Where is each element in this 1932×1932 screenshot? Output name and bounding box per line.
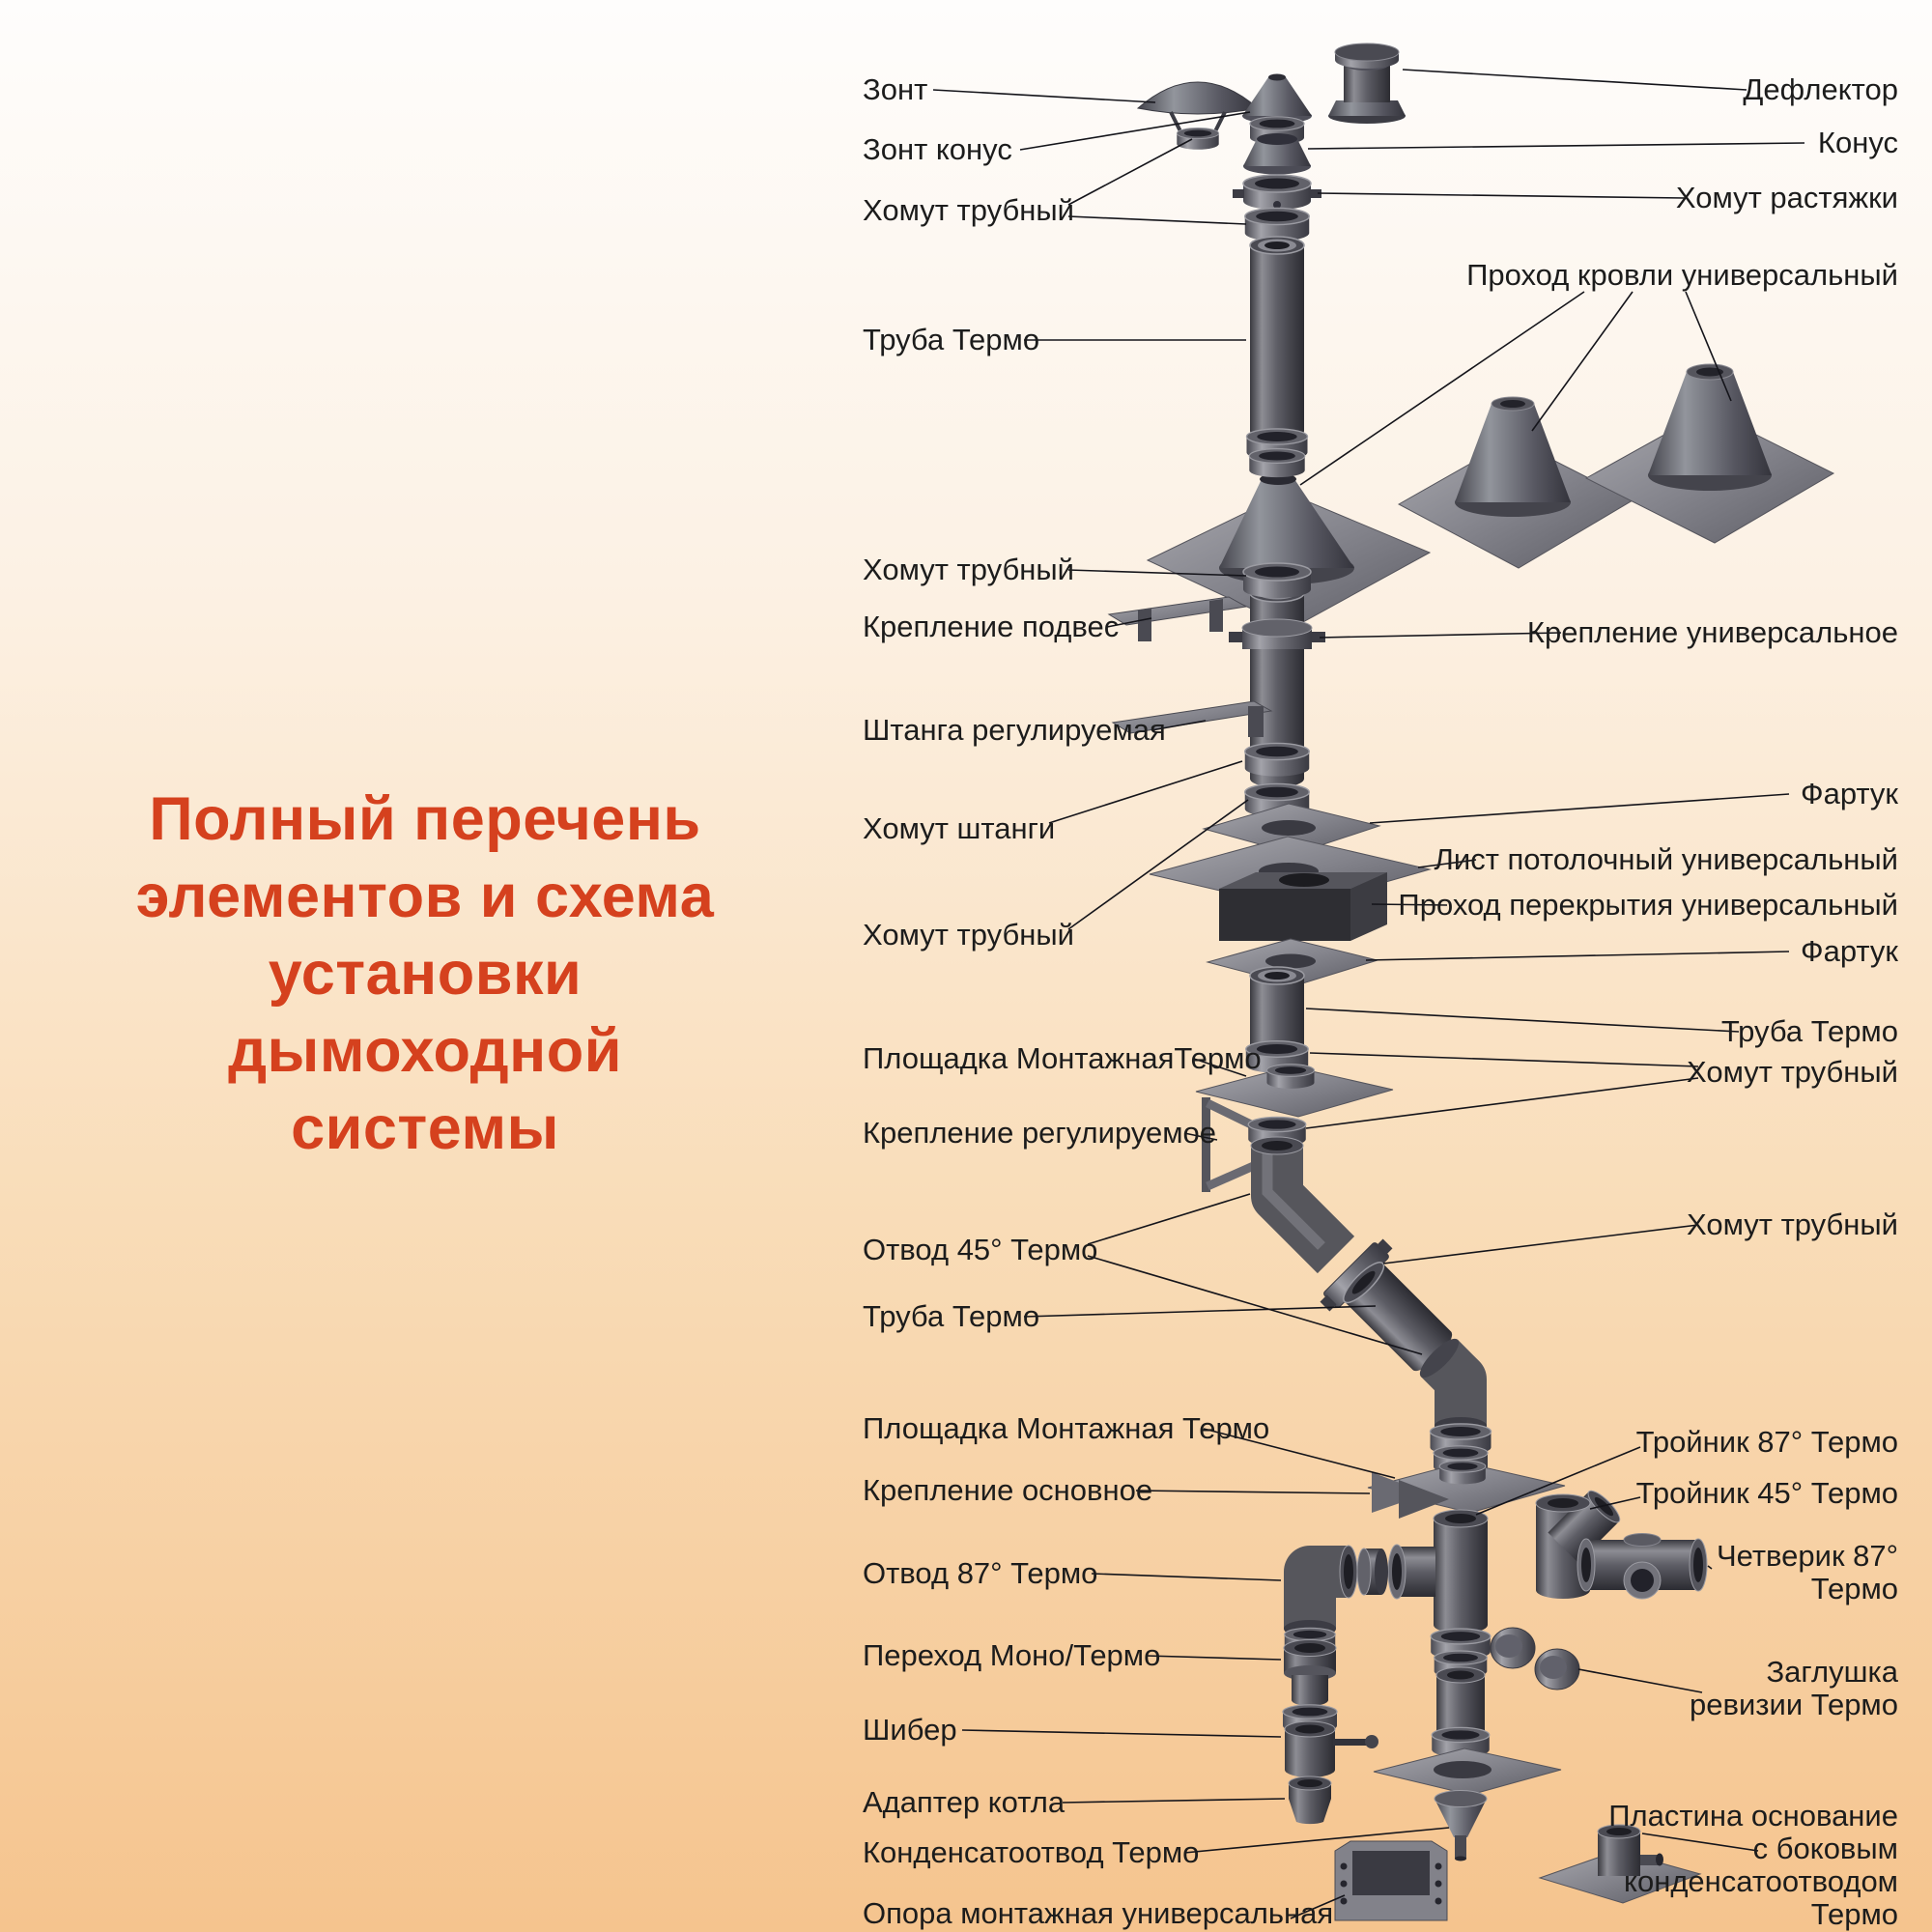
label-khomut-trubny-5: Хомут трубный xyxy=(1687,1208,1898,1241)
label-fartuk-1: Фартук xyxy=(1801,777,1898,810)
label-khomut-trubny-3: Хомут трубный xyxy=(863,918,1074,952)
part-floor-passage-box xyxy=(1219,872,1387,941)
part-joint-ring-horizontal xyxy=(1356,1548,1388,1596)
label-khomut-trubny-2: Хомут трубный xyxy=(863,553,1074,586)
part-hanger-bracket xyxy=(1107,596,1248,641)
label-ploshchadka-montazhnaya-2: Площадка Монтажная Термо xyxy=(863,1411,1270,1445)
label-troynik-45: Тройник 45° Термо xyxy=(1635,1476,1898,1510)
part-umbrella-cone xyxy=(1242,73,1312,146)
part-main-bracket xyxy=(1372,1472,1449,1519)
part-adjustable-rod xyxy=(1111,700,1273,737)
title-line: дымоходной xyxy=(228,1017,622,1085)
label-perekhod-mono-termo: Переход Моно/Термо xyxy=(863,1638,1161,1672)
label-truba-termo-1: Труба Термо xyxy=(863,323,1040,356)
part-revision-caps xyxy=(1490,1627,1580,1690)
part-damper xyxy=(1282,1704,1378,1777)
part-deflector xyxy=(1328,43,1406,124)
title-line: Полный перечень xyxy=(149,785,701,853)
part-mount-platform-1 xyxy=(1195,1064,1394,1118)
part-pipe-stub xyxy=(1435,1666,1486,1739)
leader-lines xyxy=(932,69,1805,1919)
part-transition-mono-termo xyxy=(1283,1639,1337,1706)
label-opora-montazhnaya: Опора монтажная универсальная xyxy=(863,1896,1334,1930)
part-roof-passage-2 xyxy=(1397,396,1634,569)
part-boiler-adapter xyxy=(1288,1776,1332,1825)
label-shiber: Шибер xyxy=(863,1713,957,1747)
part-pipe-thermo-1 xyxy=(1249,236,1305,440)
label-ploshchadka-montazhnaya-1: Площадка МонтажнаяТермо xyxy=(863,1041,1262,1075)
label-kreplenie-osnovnoe: Крепление основное xyxy=(863,1473,1153,1507)
title-line: элементов и схема xyxy=(135,863,715,930)
part-pipe-thermo-diag xyxy=(1343,1262,1453,1372)
part-elbow-87 xyxy=(1284,1545,1358,1637)
part-pipe-thermo-3 xyxy=(1249,966,1305,1060)
label-fartuk-2: Фартук xyxy=(1801,934,1898,968)
label-adapter-kotla: Адаптер котла xyxy=(863,1785,1065,1819)
part-tee-87 xyxy=(1387,1509,1489,1634)
part-pipe-clamp-2 xyxy=(1242,562,1312,599)
part-umbrella xyxy=(1136,81,1260,151)
label-kreplenie-podves: Крепление подвес xyxy=(863,610,1120,643)
label-zaglushka-revizii: Заглушка ревизии Термо xyxy=(1690,1655,1898,1721)
label-khomut-rastyazhki: Хомут растяжки xyxy=(1675,181,1898,214)
label-zont: Зонт xyxy=(863,72,928,106)
part-cross-87 xyxy=(1577,1533,1708,1600)
part-mount-support xyxy=(1334,1840,1448,1921)
label-khomut-trubny-4: Хомут трубный xyxy=(1687,1055,1898,1089)
label-konus: Конус xyxy=(1817,126,1898,159)
label-zont-konus: Зонт конус xyxy=(863,132,1012,166)
part-cone xyxy=(1243,133,1311,175)
label-prokhod-krovli: Проход кровли универсальный xyxy=(1466,258,1898,292)
part-rod-clamp xyxy=(1244,742,1310,778)
part-mount-platform-2 xyxy=(1367,1460,1566,1514)
label-kreplenie-universalnoe: Крепление универсальное xyxy=(1526,615,1898,649)
page-title: Полный перечень элементов и схема устано… xyxy=(53,781,797,1167)
label-shtanga-reguliruemaya: Штанга регулируемая xyxy=(863,713,1166,747)
part-universal-mount xyxy=(1229,618,1325,649)
label-kreplenie-reguliruemoe: Крепление регулируемое xyxy=(863,1116,1217,1150)
label-plastina-osnovanie: Пластина основание с боковым конденсатоо… xyxy=(1608,1799,1898,1931)
label-khomut-shtangi: Хомут штанги xyxy=(863,811,1056,845)
label-deflektor: Дефлектор xyxy=(1743,72,1898,106)
label-otvod-87: Отвод 87° Термо xyxy=(863,1556,1098,1590)
part-condensate-drain xyxy=(1434,1790,1488,1861)
label-chetverik-87: Четверик 87° Термо xyxy=(1716,1539,1898,1605)
part-roof-passage-3 xyxy=(1584,363,1835,544)
label-kondensatootvod: Конденсатоотвод Термо xyxy=(863,1835,1200,1869)
label-list-potolochny: Лист потолочный универсальный xyxy=(1434,842,1898,876)
label-khomut-trubny-1: Хомут трубный xyxy=(863,193,1074,227)
label-troynik-87: Тройник 87° Термо xyxy=(1635,1425,1898,1459)
label-prokhod-perekrytiya: Проход перекрытия универсальный xyxy=(1398,888,1898,922)
part-guy-wire-clamp xyxy=(1233,174,1321,211)
part-joint-rings xyxy=(1245,428,1309,478)
part-base-platform xyxy=(1373,1747,1562,1796)
part-base-plate-side-drain xyxy=(1538,1824,1702,1904)
title-line: установки xyxy=(268,940,582,1008)
title-line: системы xyxy=(291,1094,559,1162)
part-elbow-45-upper xyxy=(1250,1136,1355,1274)
label-otvod-45: Отвод 45° Термо xyxy=(863,1233,1098,1266)
part-tee-45 xyxy=(1535,1490,1621,1599)
label-truba-termo-3: Труба Термо xyxy=(1720,1014,1898,1048)
label-truba-termo-2: Труба Термо xyxy=(863,1299,1040,1333)
